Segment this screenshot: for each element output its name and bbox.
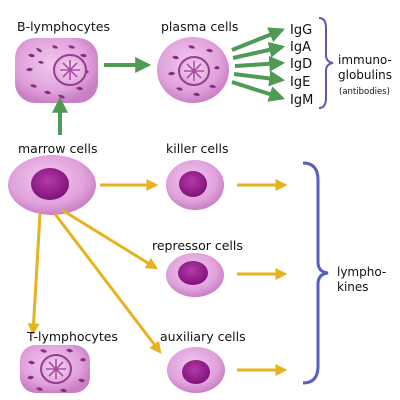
b-lymphocyte-cell <box>15 38 98 103</box>
lymphokines-label-line2: kines <box>337 280 369 294</box>
repressor-cells-label: repressor cells <box>152 238 243 253</box>
ige-label: IgE <box>290 75 310 90</box>
auxiliary-cells-label: auxiliary cells <box>160 329 246 344</box>
auxiliary-cell <box>167 347 225 393</box>
arrow-marrow-to-t <box>27 213 42 336</box>
t-lymphocyte-cell <box>20 345 90 393</box>
green-arrows <box>52 27 286 135</box>
marrow-cells-label: marrow cells <box>18 141 98 156</box>
iga-label: IgA <box>290 40 311 55</box>
igg-label: IgG <box>290 23 312 38</box>
lymphokines-label-line1: lympho- <box>337 265 386 279</box>
killer-cells-label: killer cells <box>166 141 228 156</box>
arrow-to-igm <box>231 80 286 102</box>
immunoglobulins-label-line2: globulins <box>338 68 392 82</box>
lymphokine-bracket <box>302 161 329 385</box>
igd-label: IgD <box>290 57 312 72</box>
antibodies-note: (antibodies) <box>339 87 390 97</box>
immunoglobulin-bracket <box>318 17 334 109</box>
b-lymphocytes-label: B-lymphocytes <box>17 19 110 34</box>
immunoglobulins-label-line1: immuno- <box>338 53 392 67</box>
arrow-to-igd <box>234 55 286 72</box>
arrow-marrow-to-repressor <box>61 208 159 270</box>
arrow-to-ige <box>233 70 286 87</box>
arrow-marrow-to-auxiliary <box>53 213 162 354</box>
arrow-to-igg <box>231 27 285 52</box>
arrow-to-iga <box>232 41 286 60</box>
plasma-cells-label: plasma cells <box>161 19 238 34</box>
killer-cell <box>166 160 224 210</box>
repressor-cell <box>166 253 224 297</box>
igm-label: IgM <box>290 93 313 108</box>
plasma-cell <box>157 37 229 103</box>
marrow-cell <box>8 155 96 215</box>
t-lymphocytes-label: T-lymphocytes <box>26 329 118 344</box>
yellow-arrows <box>27 179 288 376</box>
